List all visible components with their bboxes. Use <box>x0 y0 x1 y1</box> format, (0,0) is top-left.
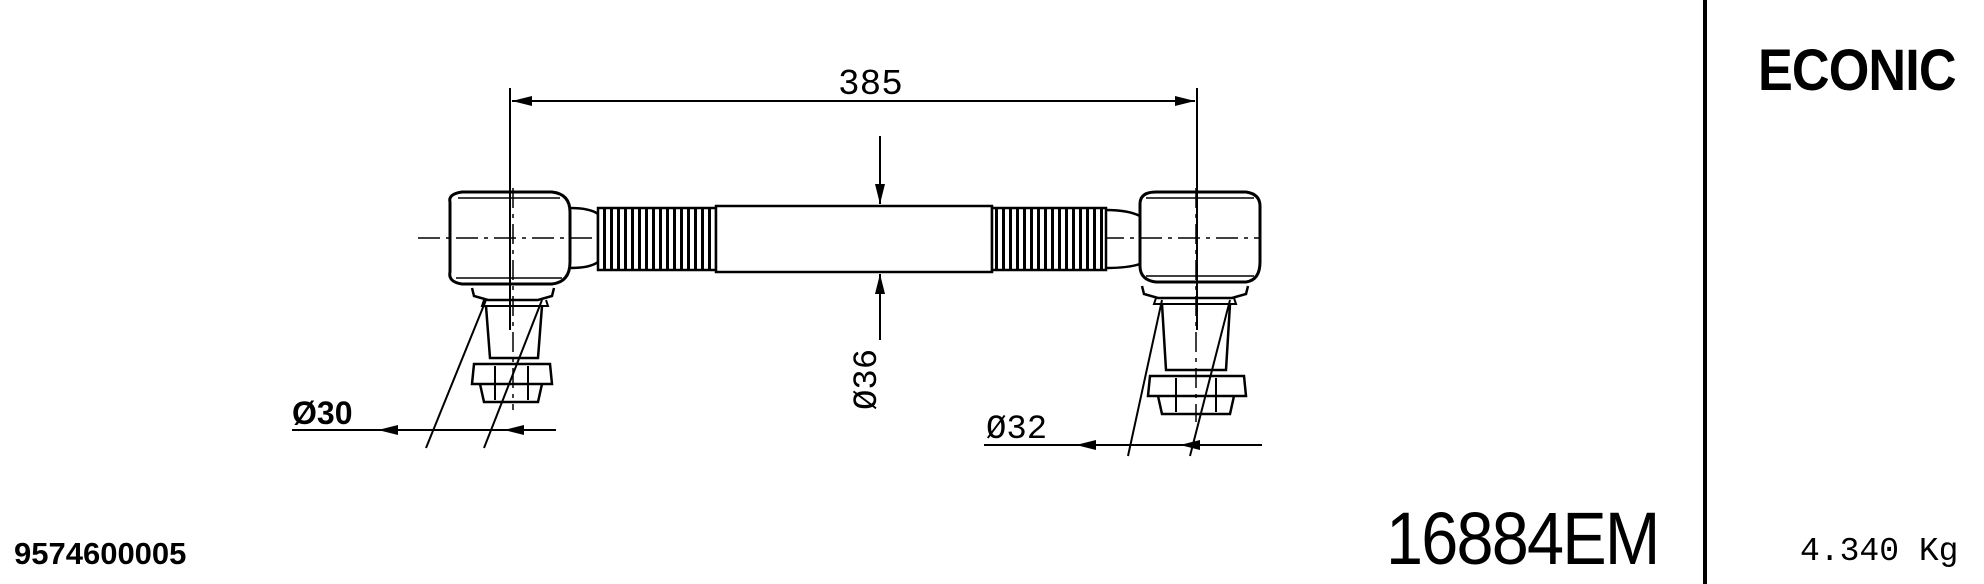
title-block-divider <box>1703 0 1707 584</box>
length-dimension: 385 <box>838 64 903 105</box>
vehicle-model: ECONIC <box>1758 38 1957 103</box>
oem-number: 9574600005 <box>14 536 187 571</box>
right-pin-diameter-dimension: Ø32 <box>986 411 1047 449</box>
weight-value: 4.340 Kg <box>1800 533 1959 570</box>
left-pin-diameter-dimension: Ø30 <box>292 395 352 431</box>
product-code: 16884EM <box>1386 497 1660 580</box>
tube-diameter-dimension: Ø36 <box>849 349 887 410</box>
